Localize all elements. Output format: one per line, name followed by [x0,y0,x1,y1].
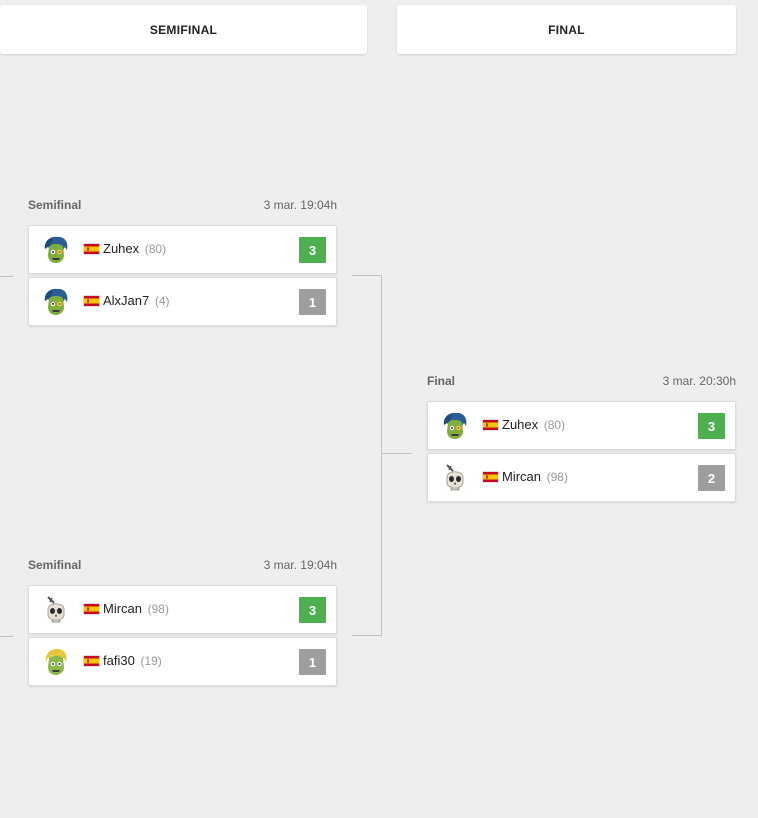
player-name-line: fafi30 (19) [103,653,162,668]
player-name-line: Zuhex (80) [502,417,565,432]
player-name-line: Mircan (98) [502,469,568,484]
player-seed: (98) [546,470,568,484]
connector-left-stub-bottom [0,636,13,637]
round-label: SEMIFINAL [149,22,218,37]
connector-top-out [352,275,382,276]
match-header: Semifinal 3 mar. 19:04h [28,195,337,215]
score-badge-win: 3 [299,597,326,623]
player-name-line: AlxJan7 (4) [103,293,170,308]
player-seed: (98) [147,602,169,616]
skull-avatar [440,463,470,493]
zombie-blue-hair-avatar [41,287,71,317]
match-header: Final 3 mar. 20:30h [427,371,736,391]
player-seed: (4) [154,294,170,308]
match-name: Final [427,374,456,388]
player-row-mircan[interactable]: Mircan (98) 2 [427,453,736,502]
match-header: Semifinal 3 mar. 19:04h [28,555,337,575]
score-badge-win: 3 [299,237,326,263]
score-badge-loss: 1 [299,649,326,675]
connector-left-stub-top [0,276,13,277]
player-row-alxjan7[interactable]: AlxJan7 (4) 1 [28,277,337,326]
spain-flag-icon [483,420,498,430]
spain-flag-icon [483,472,498,482]
spain-flag-icon [84,604,99,614]
match-date: 3 mar. 19:04h [263,558,337,572]
skull-avatar [41,595,71,625]
zombie-blue-hair-avatar [41,235,71,265]
match-date: 3 mar. 20:30h [662,374,736,388]
round-label: FINAL [548,22,585,37]
player-seed: (80) [144,242,167,256]
player-name-line: Mircan (98) [103,601,169,616]
zombie-blonde-avatar [41,647,71,677]
player-name[interactable]: Zuhex [103,241,140,256]
score-badge-loss: 1 [299,289,326,315]
player-row-zuhex[interactable]: Zuhex (80) 3 [28,225,337,274]
zombie-blue-hair-avatar [440,411,470,441]
player-row-mircan[interactable]: Mircan (98) 3 [28,585,337,634]
player-name[interactable]: Zuhex [502,417,539,432]
spain-flag-icon [84,296,99,306]
player-row-fafi30[interactable]: fafi30 (19) 1 [28,637,337,686]
connector-bottom-out [352,635,382,636]
spain-flag-icon [84,244,99,254]
player-name[interactable]: Mircan [103,601,143,616]
player-name-line: Zuhex (80) [103,241,166,256]
round-header-semifinal: SEMIFINAL [0,5,367,54]
match-name: Semifinal [28,558,82,572]
match-name: Semifinal [28,198,82,212]
connector-to-final [381,453,412,454]
match-semifinal-1: Semifinal 3 mar. 19:04h Zuhex (80) 3 Alx… [28,195,337,326]
score-badge-win: 3 [698,413,725,439]
player-name[interactable]: fafi30 [103,653,135,668]
player-name[interactable]: AlxJan7 [103,293,150,308]
match-semifinal-2: Semifinal 3 mar. 19:04h Mircan (98) 3 fa… [28,555,337,686]
player-seed: (19) [140,654,162,668]
score-badge-loss: 2 [698,465,725,491]
round-header-final: FINAL [397,5,736,54]
match-final: Final 3 mar. 20:30h Zuhex (80) 3 Mircan … [427,371,736,502]
spain-flag-icon [84,656,99,666]
player-seed: (80) [543,418,566,432]
player-name[interactable]: Mircan [502,469,542,484]
connector-vertical [381,275,382,636]
match-date: 3 mar. 19:04h [263,198,337,212]
player-row-zuhex[interactable]: Zuhex (80) 3 [427,401,736,450]
